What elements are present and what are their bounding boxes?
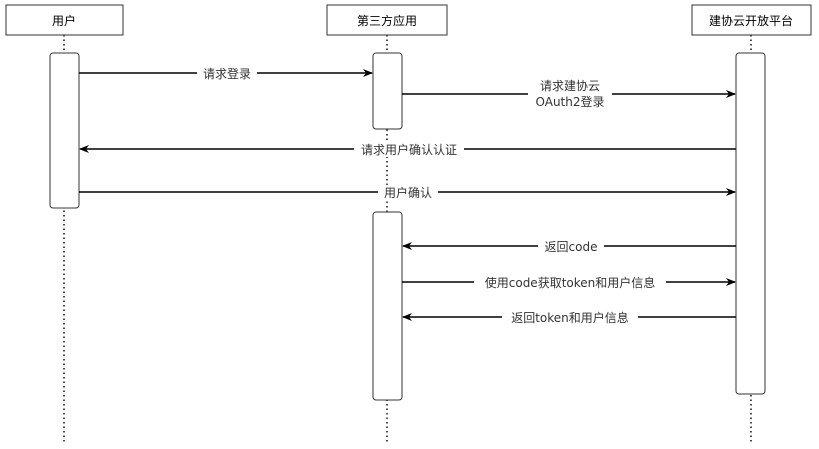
message-request-oauth-label-line1: 请求建协云: [540, 78, 600, 93]
message-user-confirm: 用户确认: [79, 185, 736, 200]
message-return-token: 返回token和用户信息: [402, 310, 736, 325]
message-request-login-label: 请求登录: [203, 66, 251, 81]
participant-user: 用户: [5, 4, 124, 36]
activation-user: [49, 52, 80, 209]
activation-app-1: [372, 52, 403, 130]
activation-app-2: [372, 211, 403, 401]
participant-app: 第三方应用: [326, 4, 448, 36]
participant-platform: 建协云开放平台: [691, 4, 812, 36]
participant-user-label: 用户: [52, 13, 76, 28]
message-return-code: 返回code: [402, 239, 736, 254]
message-request-oauth: 请求建协云 OAuth2登录: [402, 77, 736, 110]
message-return-code-label: 返回code: [545, 240, 598, 254]
message-request-user-confirm: 请求用户确认认证: [79, 142, 736, 157]
message-return-token-label: 返回token和用户信息: [511, 310, 629, 325]
message-get-token: 使用code获取token和用户信息: [402, 275, 736, 290]
message-request-login: 请求登录: [79, 66, 373, 81]
message-get-token-label: 使用code获取token和用户信息: [485, 275, 656, 290]
message-user-confirm-label: 用户确认: [384, 185, 432, 200]
message-request-user-confirm-label: 请求用户确认认证: [361, 142, 457, 157]
activation-platform: [735, 52, 766, 395]
participant-platform-label: 建协云开放平台: [709, 13, 793, 28]
message-request-oauth-label-line2: OAuth2登录: [536, 94, 605, 109]
participant-app-label: 第三方应用: [357, 13, 417, 28]
